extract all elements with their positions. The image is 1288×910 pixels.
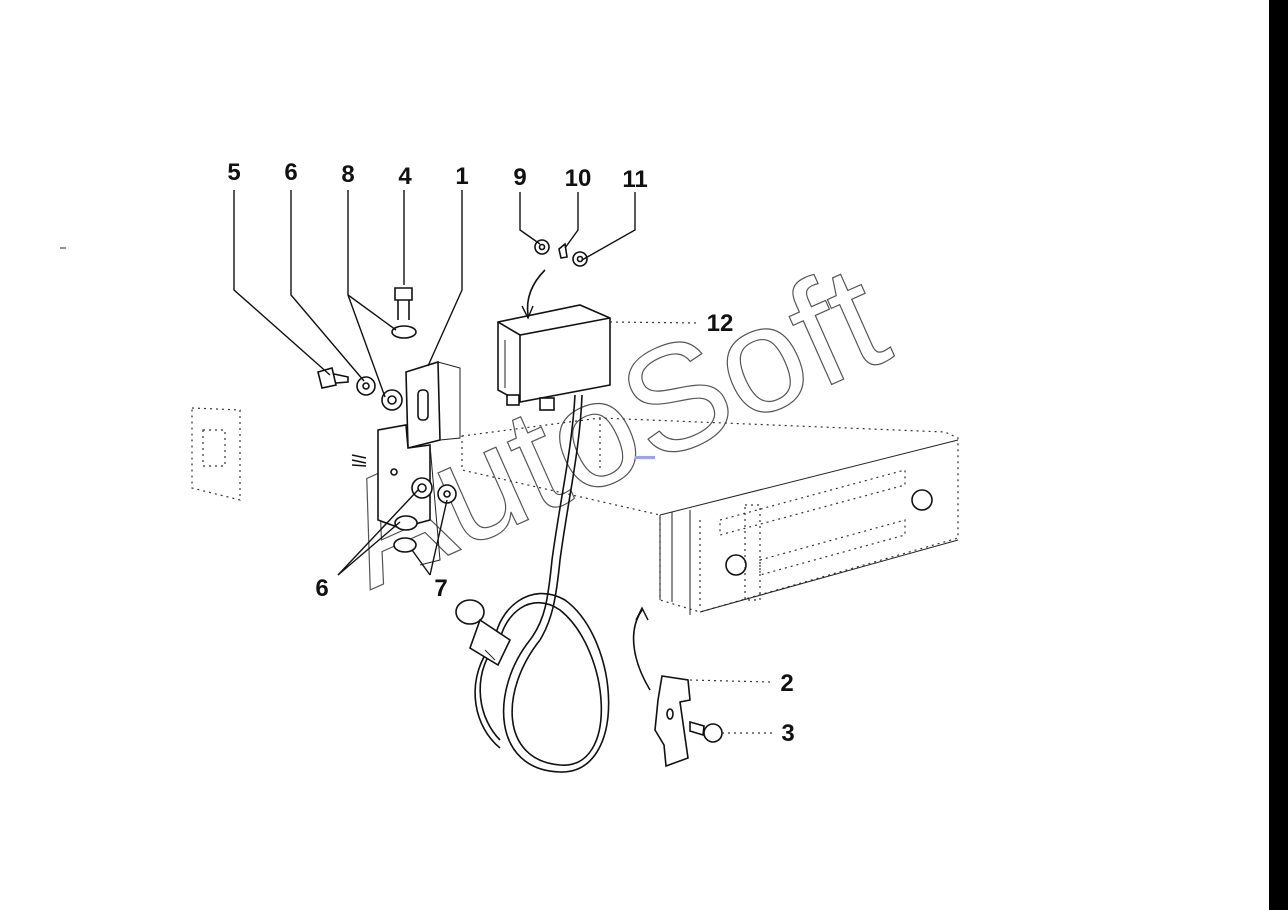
callout-5: 5 [227, 159, 240, 186]
callout-6-bottom: 6 [315, 575, 328, 602]
callout-8: 8 [341, 161, 354, 188]
side-panel [191, 407, 241, 501]
callout-10: 10 [565, 165, 592, 192]
callout-12: 12 [707, 310, 734, 337]
callout-3: 3 [781, 720, 794, 747]
radio-unit [461, 417, 959, 615]
callout-2: 2 [780, 670, 793, 697]
callout-11: 11 [622, 166, 647, 193]
assembly-arrows [521, 269, 651, 691]
callout-4: 4 [398, 163, 412, 190]
callout-labels: 5 6 8 4 1 9 10 11 12 6 7 2 3 [227, 159, 794, 747]
callout-7: 7 [434, 575, 447, 602]
cable-assembly [455, 394, 610, 773]
highlight-marker [635, 456, 655, 459]
right-edge-bar [1269, 0, 1288, 910]
clamp-and-screw [654, 675, 723, 768]
callout-9: 9 [513, 164, 526, 191]
leader-lines [233, 190, 775, 734]
mounting-bracket [377, 360, 461, 566]
fasteners [317, 239, 588, 553]
callout-6-top: 6 [284, 159, 297, 186]
control-box [497, 304, 611, 411]
callout-1: 1 [455, 163, 468, 190]
